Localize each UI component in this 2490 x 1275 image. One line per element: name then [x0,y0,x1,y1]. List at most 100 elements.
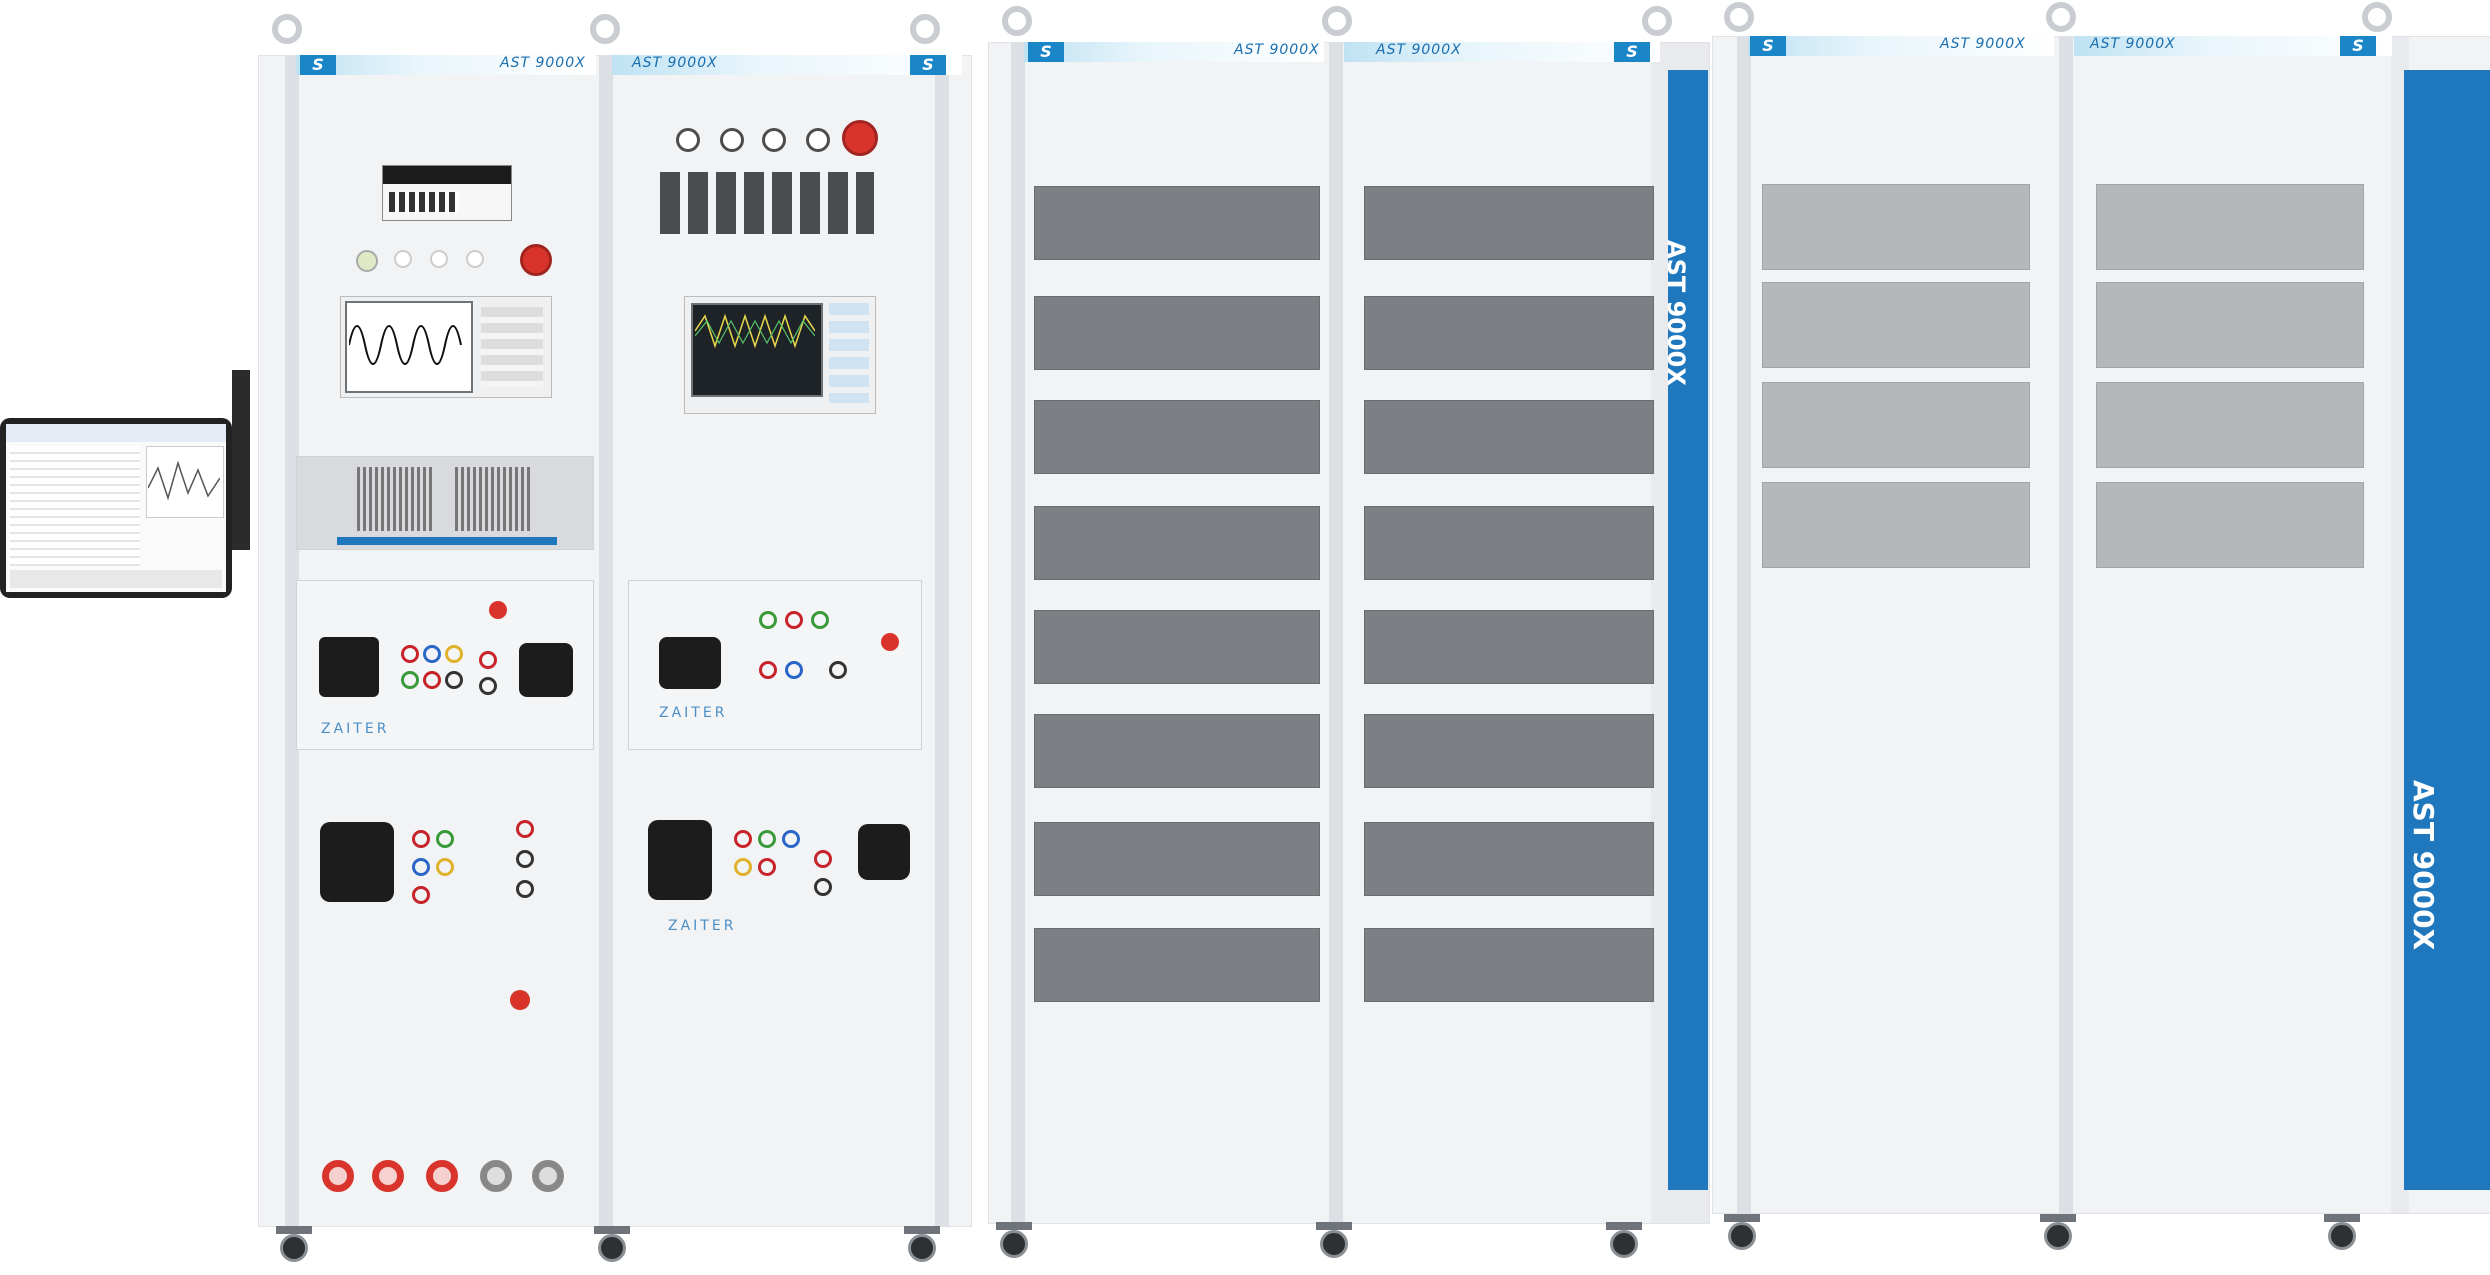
power-terminal-gray[interactable] [480,1160,512,1192]
vent-panel [1364,822,1654,896]
test-jack[interactable] [436,858,454,876]
test-jack[interactable] [401,645,419,663]
ev-charging-socket[interactable] [659,637,721,689]
test-jack[interactable] [814,850,832,868]
test-jack[interactable] [759,661,777,679]
ev-charging-socket[interactable] [648,820,712,900]
lifting-ring [1002,6,1032,36]
test-jack[interactable] [445,645,463,663]
tablet-waveform-icon [148,460,220,501]
test-jack[interactable] [785,611,803,629]
emergency-stop-button[interactable] [520,244,552,276]
vent-panel [1034,506,1320,580]
vent-panel [1762,282,2030,368]
model-label: AST 9000X [500,55,586,71]
test-jack[interactable] [734,830,752,848]
indicator-lamp [806,128,830,152]
test-jack[interactable] [423,671,441,689]
vent-panel [1364,506,1654,580]
vent-panel [2096,382,2364,468]
brand-logo: S [300,55,336,75]
test-jack[interactable] [759,611,777,629]
indicator-lamp [466,250,484,268]
indicator-lamp [720,128,744,152]
test-jack[interactable] [436,830,454,848]
power-terminal-red[interactable] [322,1160,354,1192]
vent-panel [1364,186,1654,260]
charging-connector-panel: ZAITER [628,790,920,950]
ev-charging-socket[interactable] [320,822,394,902]
lifting-ring [1724,2,1754,32]
vent-panel [1034,714,1320,788]
test-jack[interactable] [412,886,430,904]
programmable-power-supply [382,165,512,221]
test-jack[interactable] [516,820,534,838]
vent-panel [1762,382,2030,468]
ev-charging-socket[interactable] [519,643,573,697]
power-terminal-gray[interactable] [532,1160,564,1192]
model-label: AST 9000X [1234,42,1320,58]
industrial-pc [296,456,594,550]
test-jack[interactable] [829,661,847,679]
vent-panel [1034,928,1320,1002]
ev-charging-socket[interactable] [319,637,379,697]
vent-panel [1364,296,1654,370]
lifting-ring [2046,2,2076,32]
test-jack[interactable] [785,661,803,679]
test-jack[interactable] [516,850,534,868]
test-jack[interactable] [782,830,800,848]
emergency-stop-button[interactable] [842,120,878,156]
model-label: AST 9000X [1376,42,1462,58]
caster-wheel [2320,1214,2364,1254]
test-jack[interactable] [758,858,776,876]
brand-label: ZAITER [668,918,737,934]
caster-wheel [590,1226,634,1266]
tablet-screen[interactable] [6,424,226,592]
meter-display-row [660,172,874,234]
test-jack[interactable] [814,878,832,896]
test-jack[interactable] [423,645,441,663]
vent-panel [1364,928,1654,1002]
test-jack[interactable] [479,677,497,695]
vent-panel [1762,482,2030,568]
oscilloscope-waveform-icon [349,325,462,365]
indicator-lamp [394,250,412,268]
lifting-ring [590,14,620,44]
power-analyzer [684,296,876,414]
caster-wheel [1602,1222,1646,1262]
lifting-ring [2362,2,2392,32]
side-panel [2404,70,2490,1190]
test-jack[interactable] [412,830,430,848]
vent-panel [1034,186,1320,260]
model-label: AST 9000X [2090,36,2176,52]
ev-charging-socket[interactable] [858,824,910,880]
test-jack[interactable] [412,858,430,876]
reset-button[interactable] [489,601,507,619]
brand-logo: S [1750,36,1786,56]
charging-connector-panel [296,790,592,1010]
test-jack[interactable] [516,880,534,898]
test-jack[interactable] [734,858,752,876]
caster-wheel [992,1222,1036,1262]
power-terminal-red[interactable] [372,1160,404,1192]
test-jack[interactable] [479,651,497,669]
power-terminal-red[interactable] [426,1160,458,1192]
brand-logo: S [910,55,946,75]
lifting-ring [1642,6,1672,36]
reset-button[interactable] [881,633,899,651]
vent-panel [1034,400,1320,474]
vent-panel [2096,482,2364,568]
tablet [0,418,232,598]
caster-wheel [272,1226,316,1266]
caster-wheel [2036,1214,2080,1254]
model-label: AST 9000X [1940,36,2026,52]
test-jack[interactable] [401,671,419,689]
indicator-lamp [356,250,378,272]
test-jack[interactable] [445,671,463,689]
test-jack[interactable] [758,830,776,848]
vent-panel [1034,822,1320,896]
vent-panel [1034,296,1320,370]
reset-button[interactable] [510,990,530,1010]
test-jack[interactable] [811,611,829,629]
vent-panel [1364,610,1654,684]
